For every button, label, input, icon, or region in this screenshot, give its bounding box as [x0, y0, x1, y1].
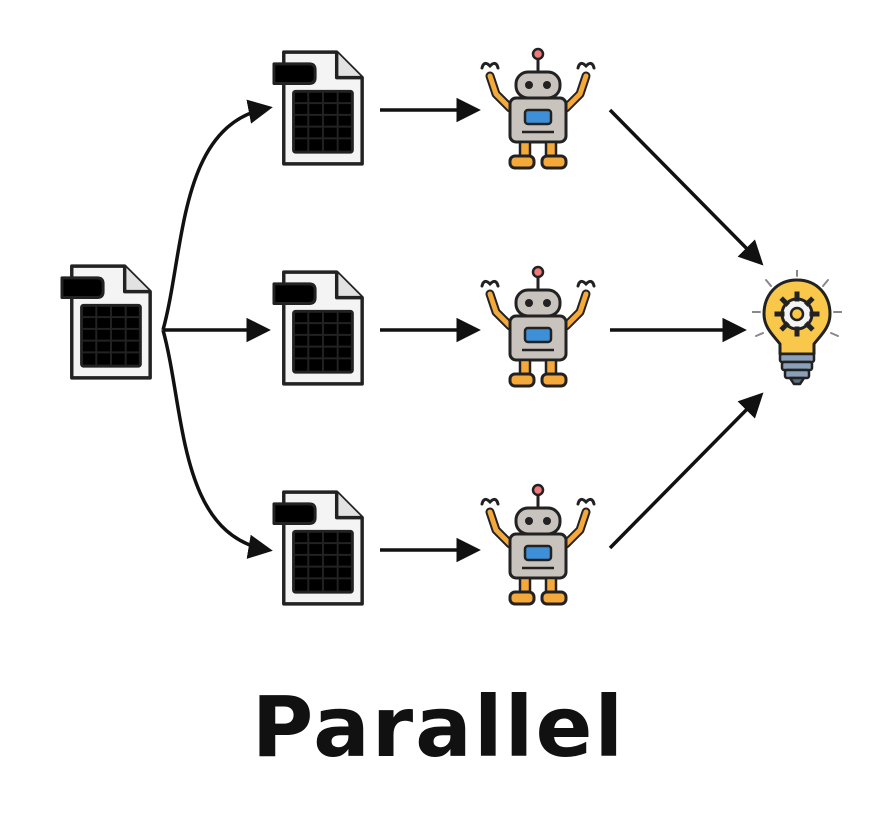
- chunk-spreadsheet-icon: [272, 270, 364, 386]
- robot-icon: [482, 267, 594, 386]
- robot-icon: [482, 485, 594, 604]
- edge-source-to-chunk-3: [161, 329, 273, 559]
- robot-icon: [482, 49, 594, 168]
- lightbulb-gear-icon: [752, 268, 842, 384]
- diagram-title: Parallel: [251, 678, 626, 776]
- chunk-spreadsheet-icon: [272, 50, 364, 166]
- chunk-spreadsheet-icon: [272, 490, 364, 606]
- edge-agent-3-to-result: [608, 392, 764, 550]
- edge-agent-1-to-result: [608, 108, 764, 266]
- edge-source-to-chunk-1: [161, 99, 273, 331]
- source-spreadsheet-icon: [60, 264, 152, 380]
